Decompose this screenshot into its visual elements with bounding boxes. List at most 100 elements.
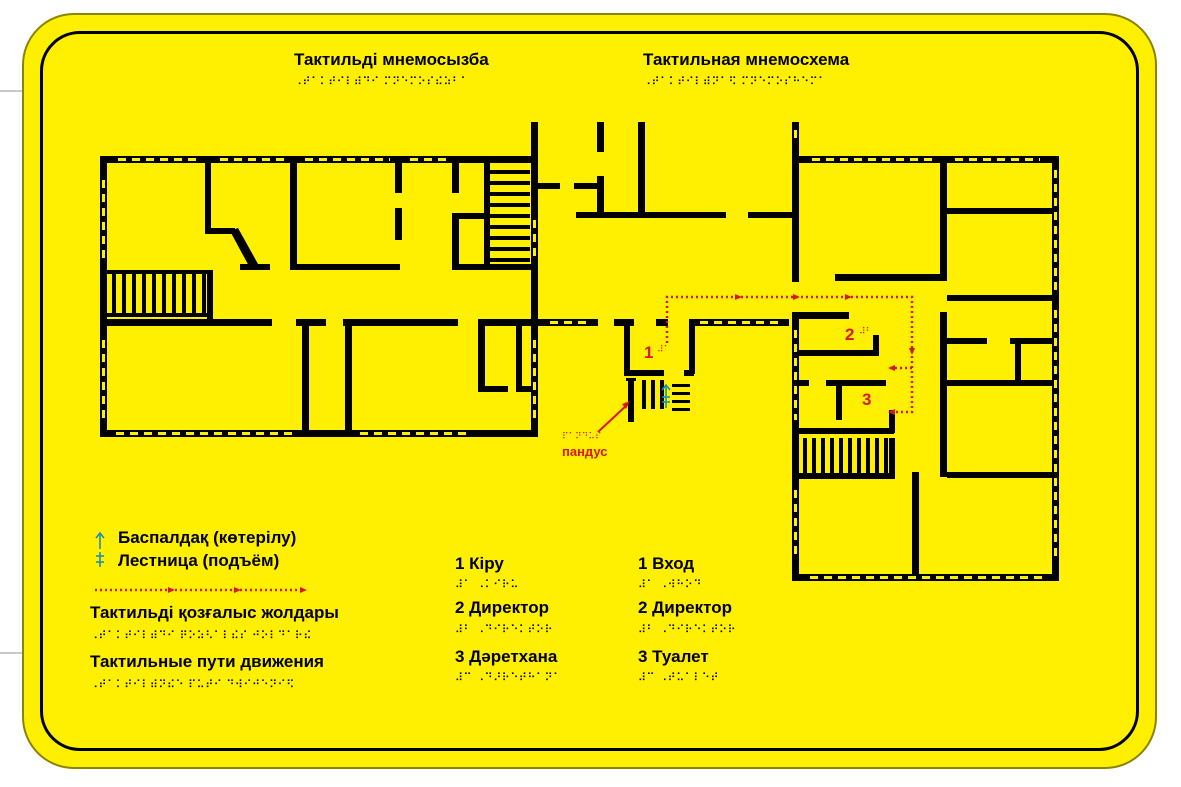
wall [100,430,538,437]
marker-3: 3 [862,390,872,409]
room-kk-2-braille: ⠼⠃ ⠠⠙⠊⠗⠑⠅⠞⠕⠗ [455,623,554,636]
wall [478,319,538,326]
wall [1010,338,1052,344]
wall [452,163,459,193]
wall [799,380,809,386]
wall [614,319,634,326]
wall [799,428,894,434]
wall [799,312,849,319]
ramp-arrow [597,401,630,433]
walls [100,122,1059,581]
sign-inner-border [40,31,1139,751]
wall [478,386,508,392]
wall [516,386,534,392]
wall [889,410,895,433]
stairs-top-left [490,170,530,262]
legend-paths-kk-braille: ⠠⠞⠁⠅⠞⠊⠇⠾⠙⠊ ⠟⠕⠵⠣⠁⠇⠮⠎ ⠚⠕⠇⠙⠁⠗⠮ [90,629,312,642]
windows [102,130,1057,579]
wall [574,183,602,189]
title-kk: Тактильді мнемосызба [294,50,489,69]
room-ru-2-braille: ⠼⠃ ⠠⠙⠊⠗⠑⠅⠞⠕⠗ [638,623,737,636]
wall [799,350,879,356]
entrance-stairs [626,378,690,422]
wall [205,228,235,234]
wall [395,163,402,193]
room-ru-2: 2 Директор [638,598,732,617]
wall [302,326,309,431]
wall [452,264,532,270]
wall [940,312,947,477]
wall [597,122,604,152]
wall [947,295,1052,301]
room-kk-1: 1 Кіру [455,554,504,573]
wall [873,335,879,355]
wall [689,326,695,374]
wall [100,156,107,436]
room-ru-3-braille: ⠼⠉ ⠠⠞⠥⠁⠇⠑⠞ [638,671,720,684]
wall [624,370,664,376]
title-kk-braille: ⠠⠞⠁⠅⠞⠊⠇⠾⠙⠊ ⠍⠝⠑⠍⠕⠎⠮⠵⠃⠁ [294,75,470,88]
title-ru: Тактильная мнемосхема [643,50,850,69]
wall [107,319,272,326]
wall [395,208,402,240]
stairs-left [107,270,213,320]
wall [889,438,895,479]
wall [748,212,796,218]
room-kk-3: 3 Дәретхана [455,647,558,666]
wall [792,122,799,282]
wall [516,326,522,392]
wall [947,208,1052,214]
left-edge-line-top [0,90,24,92]
wall [792,312,799,581]
wall [205,163,211,233]
room-kk-1-braille: ⠼⠁ ⠠⠅⠊⠗⠥ [455,578,519,591]
wall [296,319,326,326]
wall [576,212,726,218]
wall [597,176,604,216]
wall [836,380,842,420]
legend-paths-ru-braille: ⠠⠞⠁⠅⠞⠊⠇⠾⠝⠮⠑ ⠏⠥⠞⠊ ⠙⠺⠊⠚⠑⠝⠊⠫ [90,678,295,691]
left-edge-line-bottom [0,652,24,654]
room-ru-1: 1 Вход [638,554,695,573]
marker-2: 2 [845,325,855,344]
wall [940,156,947,281]
legend-paths-ru: Тактильные пути движения [90,652,324,671]
wall [826,380,886,386]
wall [240,264,270,270]
room-ru-3: 3 Туалет [638,647,709,666]
wall [799,473,894,479]
wall [947,472,1052,478]
wall [656,319,668,326]
wall [624,326,630,376]
room-kk-2: 2 Директор [455,598,549,617]
wall [835,274,945,281]
marker-1-braille: ⠼⠁ [657,345,671,355]
wall [478,326,485,392]
stairs-right [803,438,888,473]
ramp-braille: ⠏⠁⠝⠙⠥⠎ [562,432,602,442]
tactile-sign [22,13,1157,769]
wall [1015,338,1021,383]
legend-stairs-kk: Баспалдақ (көтерілу) [118,528,297,547]
wall [912,472,919,577]
wall [638,122,645,218]
wall [290,264,400,270]
wall [343,319,458,326]
wall [947,380,1052,386]
marker-1: 1 [644,343,654,362]
title-ru-braille: ⠠⠞⠁⠅⠞⠊⠇⠾⠝⠁⠫ ⠍⠝⠑⠍⠕⠎⠓⠑⠍⠁ [643,75,827,88]
wall [947,338,987,344]
wall [452,213,459,270]
wall [689,319,789,326]
path-arrowheads [735,294,915,415]
legend-stairs-ru: Лестница (подъём) [118,551,280,570]
legend-paths-kk: Тактильді қозғалыс жолдары [90,603,339,622]
wall [230,228,258,268]
wall [531,122,538,437]
legend-stairs-icon [95,531,105,567]
entrance-stairs-arrow [661,383,671,408]
wall [452,213,487,219]
room-kk-3-braille: ⠼⠉ ⠠⠙⠜⠗⠑⠞⠓⠁⠝⠁ [455,671,562,684]
wall [345,326,352,431]
